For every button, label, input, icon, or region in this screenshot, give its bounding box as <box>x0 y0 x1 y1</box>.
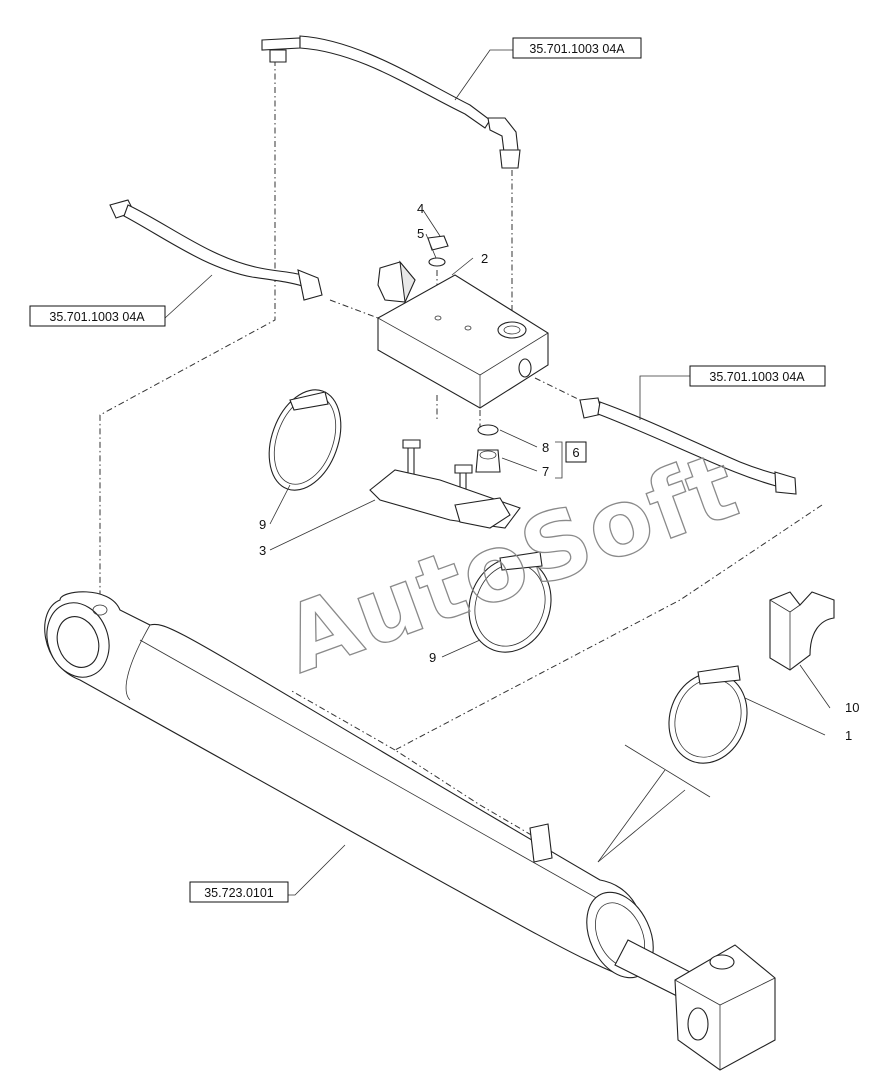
callout-3: 3 <box>259 543 266 558</box>
hose-clamp-upper <box>268 389 342 491</box>
callout-5: 5 <box>417 226 424 241</box>
ref-box-right-pipe[interactable]: 35.701.1003 04A <box>689 365 826 387</box>
callout-10: 10 <box>845 700 859 715</box>
nut-and-washer <box>427 235 449 267</box>
callout-9-lower: 9 <box>429 650 436 665</box>
callout-2: 2 <box>481 251 488 266</box>
callout-8: 8 <box>542 440 549 455</box>
svg-text:35.701.1003 04A: 35.701.1003 04A <box>709 370 805 384</box>
rubber-block <box>769 591 835 671</box>
ref-box-top-pipe[interactable]: 35.701.1003 04A <box>512 37 642 59</box>
top-pipe <box>261 35 521 169</box>
ref-box-cylinder[interactable]: 35.723.0101 <box>189 881 289 903</box>
callout-7: 7 <box>542 464 549 479</box>
svg-text:35.701.1003 04A: 35.701.1003 04A <box>529 42 625 56</box>
callout-4: 4 <box>417 201 424 216</box>
callout-9-upper: 9 <box>259 517 266 532</box>
bracket-and-bolts <box>369 424 521 529</box>
svg-text:6: 6 <box>572 445 579 460</box>
svg-text:35.701.1003 04A: 35.701.1003 04A <box>49 310 145 324</box>
watermark-logo: AutoSoft <box>271 431 752 693</box>
hydraulic-cylinder <box>44 591 776 1071</box>
callout-labels: 4 5 2 8 7 9 3 9 10 1 <box>259 201 859 743</box>
svg-text:35.723.0101: 35.723.0101 <box>204 886 274 900</box>
callout-1: 1 <box>845 728 852 743</box>
valve-block <box>377 260 549 409</box>
callout-box-6: 6 <box>565 441 587 463</box>
hose-clamp-right <box>668 665 748 764</box>
ref-box-left-pipe[interactable]: 35.701.1003 04A <box>29 305 166 327</box>
right-pipe <box>579 397 797 495</box>
hose-clamp-lower <box>468 551 552 653</box>
left-pipe <box>109 199 323 301</box>
leader-lines <box>164 49 831 896</box>
